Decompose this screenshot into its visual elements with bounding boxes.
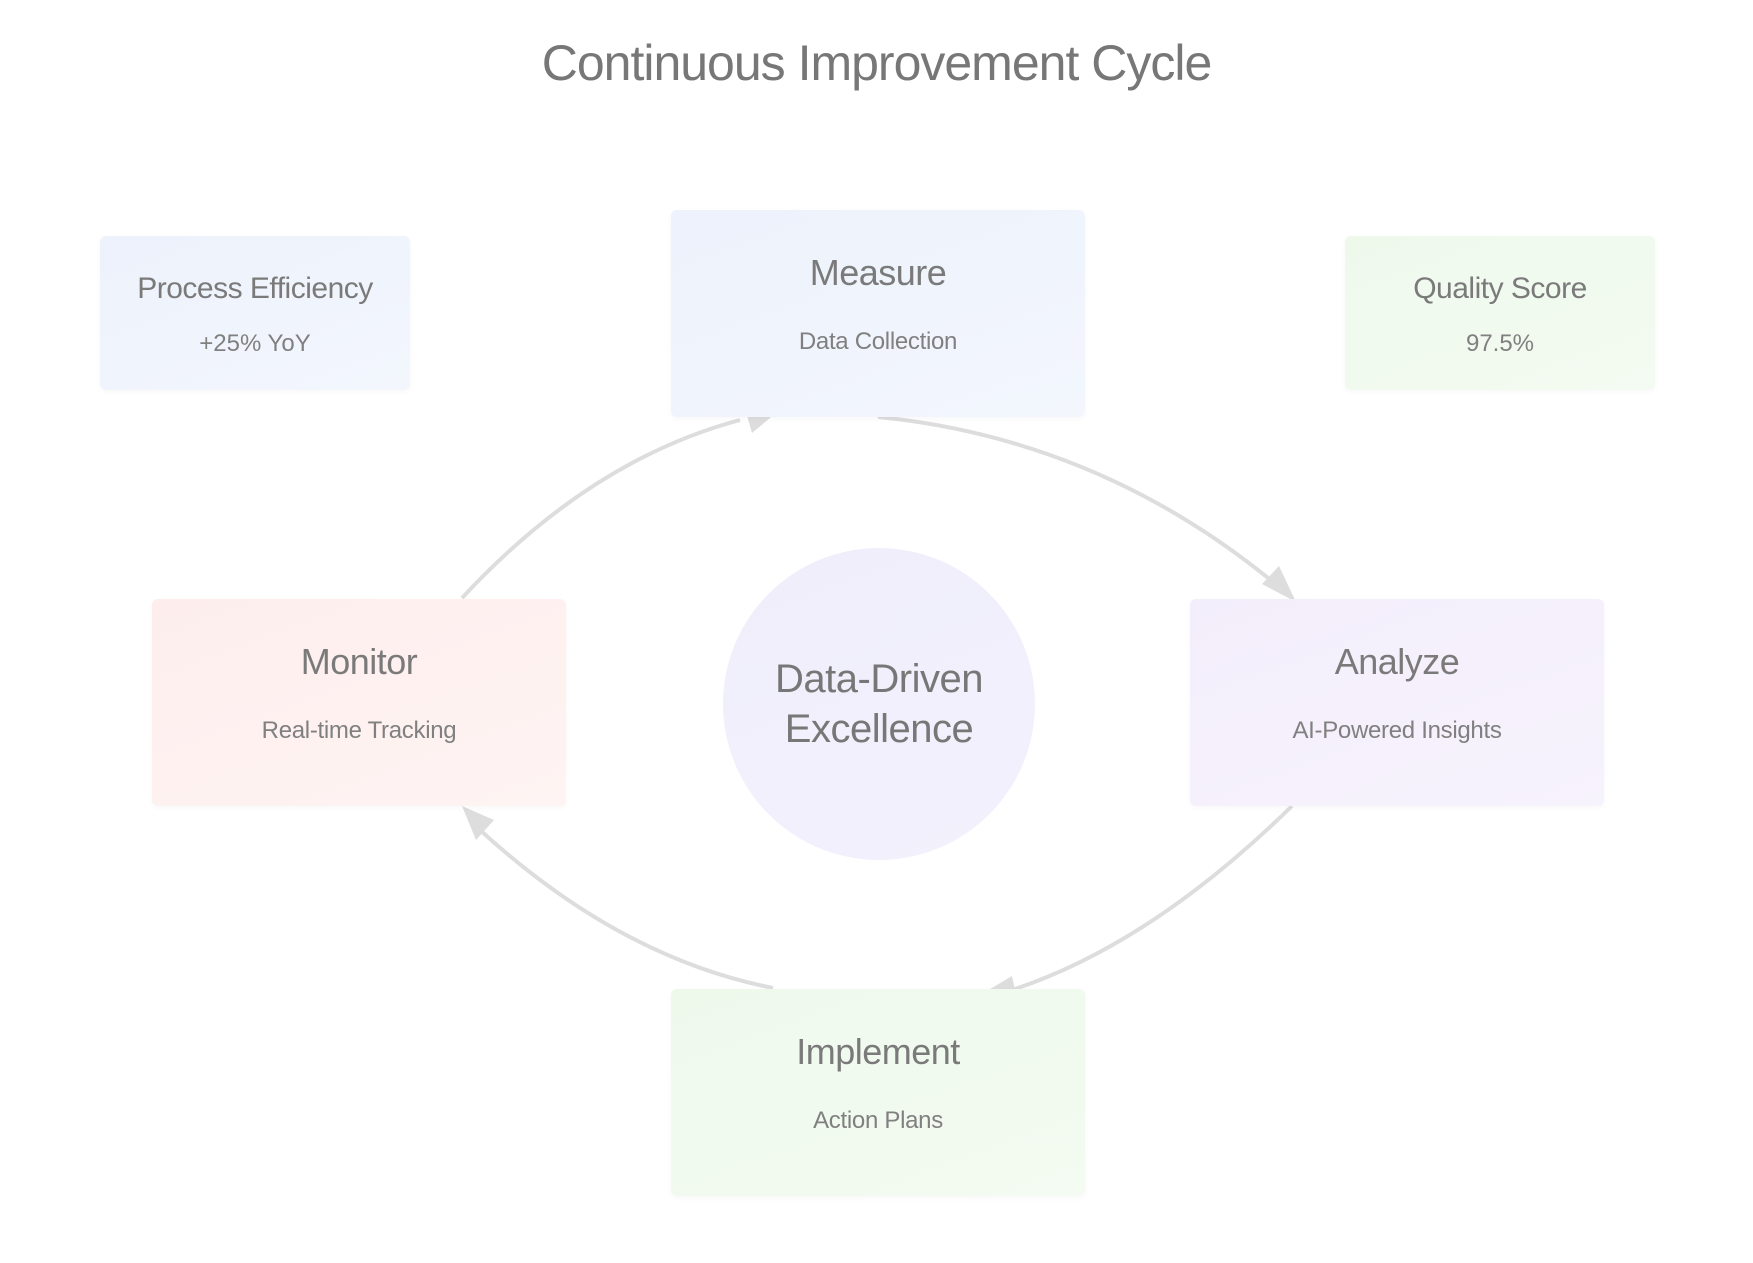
step-detail: Data Collection: [798, 328, 958, 355]
step-title: Analyze: [1334, 641, 1460, 682]
metric-label: Quality Score: [1413, 272, 1587, 305]
hub-line-1: Data-Driven: [775, 657, 983, 701]
metric-process-efficiency: Process Efficiency +25% YoY: [100, 236, 410, 390]
step-detail: Action Plans: [813, 1107, 943, 1134]
arrow-monitor-to-measure: [460, 418, 741, 600]
arrowhead-analyze: [1262, 566, 1296, 602]
metric-label: Process Efficiency: [137, 272, 373, 305]
arrow-analyze-to-implement: [1011, 804, 1294, 992]
metric-value: 97.5%: [1465, 330, 1535, 357]
metric-value: +25% YoY: [199, 330, 311, 357]
step-title: Implement: [796, 1031, 960, 1072]
step-monitor: Monitor Real-time Tracking: [152, 599, 566, 806]
center-hub: Data-Driven Excellence: [723, 548, 1035, 860]
step-title: Monitor: [300, 641, 418, 682]
arrowhead-monitor: [462, 806, 494, 840]
step-title: Measure: [809, 252, 947, 293]
step-measure: Measure Data Collection: [671, 210, 1085, 417]
step-detail: Real-time Tracking: [261, 717, 457, 744]
step-analyze: Analyze AI-Powered Insights: [1190, 599, 1604, 806]
hub-line-2: Excellence: [784, 707, 974, 751]
step-detail: AI-Powered Insights: [1292, 717, 1502, 744]
diagram-title: Continuous Improvement Cycle: [541, 35, 1213, 91]
metric-quality-score: Quality Score 97.5%: [1345, 236, 1655, 390]
arrow-implement-to-monitor: [478, 828, 774, 990]
step-implement: Implement Action Plans: [671, 989, 1085, 1196]
